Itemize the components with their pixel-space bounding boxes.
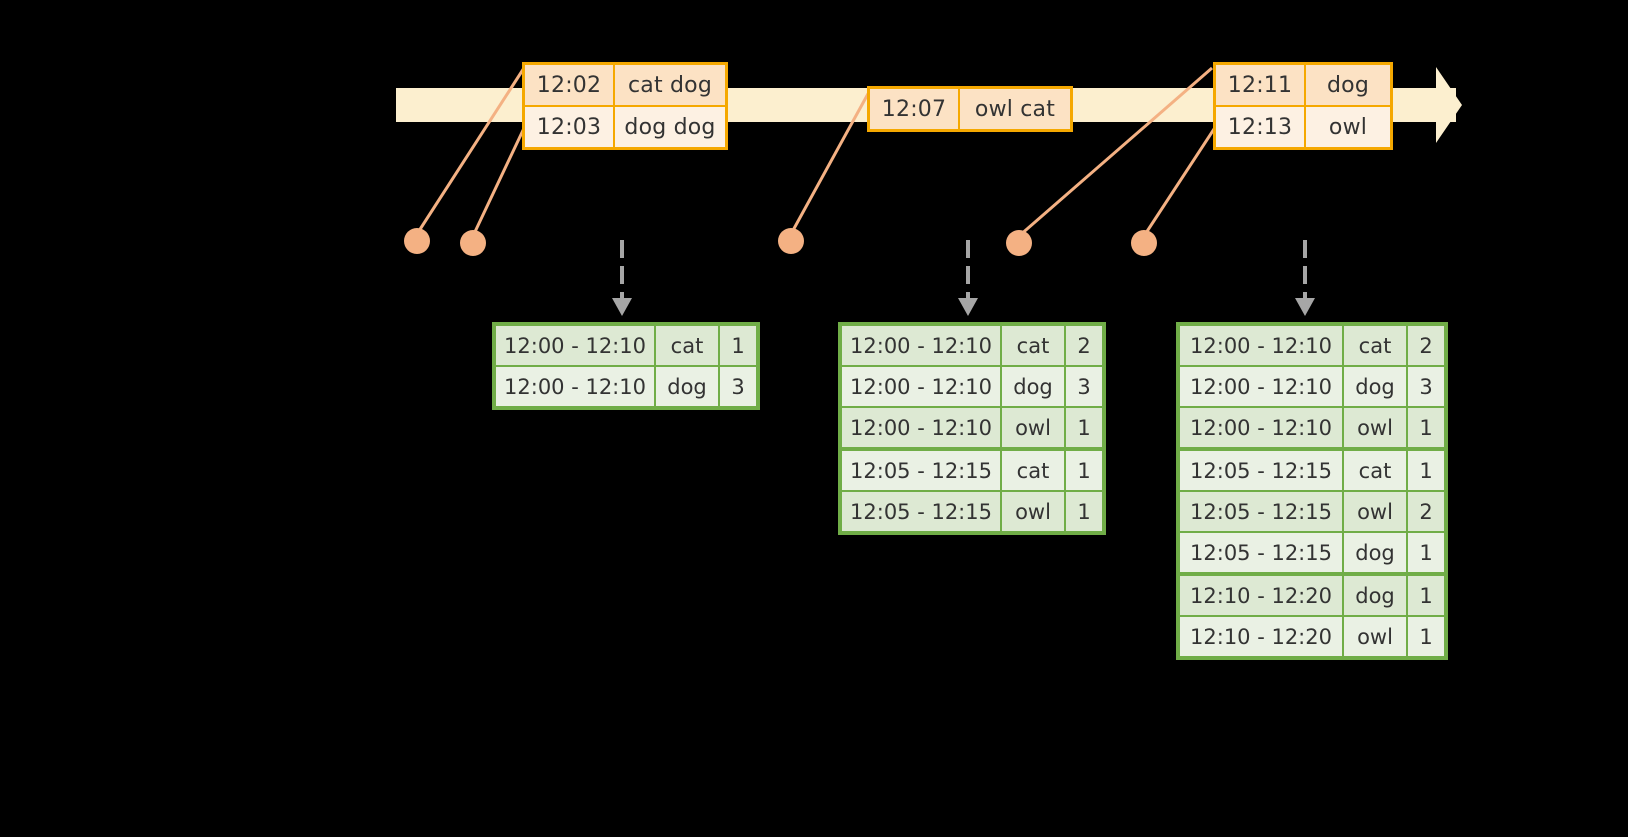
event-row: 12:11 dog — [1216, 65, 1390, 105]
cell-window: 12:10 - 12:20 — [1180, 576, 1344, 615]
connector-5 — [1142, 125, 1218, 237]
event-dot-1 — [404, 228, 430, 254]
cell-count: 1 — [1066, 408, 1102, 447]
cell-window: 12:00 - 12:10 — [1180, 367, 1344, 406]
cell-count: 2 — [1066, 326, 1102, 365]
event-words: owl cat — [960, 89, 1070, 129]
cell-window: 12:00 - 12:10 — [1180, 408, 1344, 447]
cell-count: 1 — [1066, 492, 1102, 531]
cell-word: dog — [1344, 533, 1408, 572]
event-row: 12:07 owl cat — [870, 89, 1070, 129]
event-row: 12:02 cat dog — [525, 65, 725, 105]
cell-count: 1 — [720, 326, 756, 365]
cell-word: cat — [1002, 326, 1066, 365]
cell-count: 2 — [1408, 492, 1444, 531]
event-words: dog dog — [615, 107, 725, 147]
event-dot-3 — [778, 228, 804, 254]
cell-window: 12:00 - 12:10 — [842, 408, 1002, 447]
cell-window: 12:05 - 12:15 — [842, 451, 1002, 490]
down-arrow-3 — [1294, 240, 1316, 318]
timeline-arrowhead-icon — [1414, 67, 1462, 143]
cell-window: 12:05 - 12:15 — [1180, 533, 1344, 572]
cell-count: 1 — [1408, 617, 1444, 656]
event-time: 12:13 — [1216, 107, 1306, 147]
cell-count: 1 — [1066, 451, 1102, 490]
cell-window: 12:05 - 12:15 — [1180, 451, 1344, 490]
event-words: dog — [1306, 65, 1390, 105]
cell-window: 12:05 - 12:15 — [842, 492, 1002, 531]
event-row: 12:03 dog dog — [525, 105, 725, 147]
event-words: owl — [1306, 107, 1390, 147]
cell-window: 12:00 - 12:10 — [496, 367, 656, 406]
cell-word: owl — [1344, 492, 1408, 531]
event-dot-4 — [1006, 230, 1032, 256]
cell-window: 12:10 - 12:20 — [1180, 617, 1344, 656]
cell-word: cat — [1002, 451, 1066, 490]
event-group-c: 12:11 dog 12:13 owl — [1213, 62, 1393, 150]
down-arrow-2 — [957, 240, 979, 318]
cell-word: dog — [656, 367, 720, 406]
cell-word: owl — [1344, 617, 1408, 656]
event-time: 12:03 — [525, 107, 615, 147]
cell-count: 3 — [720, 367, 756, 406]
event-words: cat dog — [615, 65, 725, 105]
cell-count: 1 — [1408, 451, 1444, 490]
cell-word: dog — [1002, 367, 1066, 406]
cell-window: 12:00 - 12:10 — [496, 326, 656, 365]
cell-word: cat — [1344, 451, 1408, 490]
event-row: 12:13 owl — [1216, 105, 1390, 147]
cell-word: dog — [1344, 367, 1408, 406]
cell-word: owl — [1344, 408, 1408, 447]
event-group-b: 12:07 owl cat — [867, 86, 1073, 132]
event-time: 12:02 — [525, 65, 615, 105]
event-time: 12:07 — [870, 89, 960, 129]
cell-window: 12:00 - 12:10 — [842, 367, 1002, 406]
cell-count: 3 — [1066, 367, 1102, 406]
cell-window: 12:00 - 12:10 — [842, 326, 1002, 365]
cell-window: 12:05 - 12:15 — [1180, 492, 1344, 531]
down-arrow-1 — [611, 240, 633, 318]
connector-2 — [471, 123, 528, 237]
cell-window: 12:00 - 12:10 — [1180, 326, 1344, 365]
cell-word: cat — [1344, 326, 1408, 365]
cell-count: 2 — [1408, 326, 1444, 365]
cell-word: owl — [1002, 492, 1066, 531]
cell-count: 1 — [1408, 408, 1444, 447]
cell-count: 1 — [1408, 533, 1444, 572]
event-dot-2 — [460, 230, 486, 256]
event-time: 12:11 — [1216, 65, 1306, 105]
cell-count: 3 — [1408, 367, 1444, 406]
event-group-a: 12:02 cat dog 12:03 dog dog — [522, 62, 728, 150]
event-dot-5 — [1131, 230, 1157, 256]
cell-count: 1 — [1408, 576, 1444, 615]
cell-word: dog — [1344, 576, 1408, 615]
cell-word: owl — [1002, 408, 1066, 447]
cell-word: cat — [656, 326, 720, 365]
